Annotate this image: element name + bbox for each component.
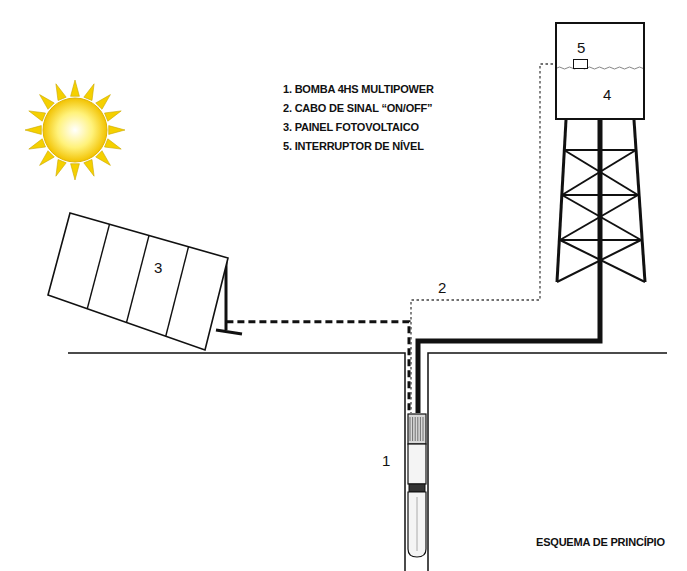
panel-cell-divider <box>166 247 189 337</box>
sun-ray <box>71 164 80 180</box>
water-tank: 45 <box>555 22 645 120</box>
pump-body <box>408 444 426 484</box>
sun-ray <box>71 80 80 96</box>
callout-number: 2 <box>436 280 448 296</box>
panel-cell-divider <box>127 236 150 323</box>
callout-number: 4 <box>603 87 611 103</box>
intake-slot <box>415 417 416 441</box>
panel-outline <box>46 211 232 353</box>
legend-text: 5. INTERRUPTOR DE NÍVEL <box>283 137 424 156</box>
sun <box>43 98 107 162</box>
panel-frame <box>48 213 228 350</box>
motor-seam <box>417 497 418 551</box>
sun-ray <box>56 84 66 101</box>
signal-cable <box>411 64 573 413</box>
panel-cell-divider <box>87 224 109 309</box>
power-cable <box>226 322 409 413</box>
intake-slot <box>423 417 424 441</box>
ground <box>68 353 667 571</box>
pump-outline <box>406 413 428 559</box>
legend-text: 2. CABO DE SINAL “ON/OFF” <box>283 99 432 118</box>
pump-joint <box>409 484 425 492</box>
caption-note: ESQUEMA DE PRINCÍPIO <box>536 533 665 552</box>
solar-panel: 3 <box>46 211 232 353</box>
submersible-pump: 1 <box>406 413 428 559</box>
sun-ray <box>105 139 122 149</box>
pump-motor <box>408 492 426 557</box>
sun-ray <box>25 126 41 135</box>
callout-number: 1 <box>382 453 390 469</box>
sun-rays <box>25 80 125 180</box>
sun-ray <box>105 111 122 121</box>
legend-text: 1. BOMBA 4HS MULTIPOWER <box>283 80 434 99</box>
water-line <box>557 67 643 69</box>
callout-number: 5 <box>577 40 585 56</box>
callout-number: 3 <box>154 260 162 276</box>
sun-ray <box>109 126 125 135</box>
legend-text: 3. PAINEL FOTOVOLTAICO <box>283 118 419 137</box>
sun-ray <box>84 160 94 177</box>
sun-ray <box>29 139 46 149</box>
sun-ray <box>56 160 66 177</box>
pump-intake <box>408 414 426 444</box>
intake-slot <box>420 417 421 441</box>
water-surface <box>557 24 643 118</box>
intake-slot <box>417 417 418 441</box>
intake-slot <box>412 417 413 441</box>
sun-ray <box>84 84 94 101</box>
level-switch: 5 <box>573 59 588 69</box>
intake-slot <box>410 417 411 441</box>
sun-ray <box>29 111 46 121</box>
water-pipe <box>418 120 600 413</box>
